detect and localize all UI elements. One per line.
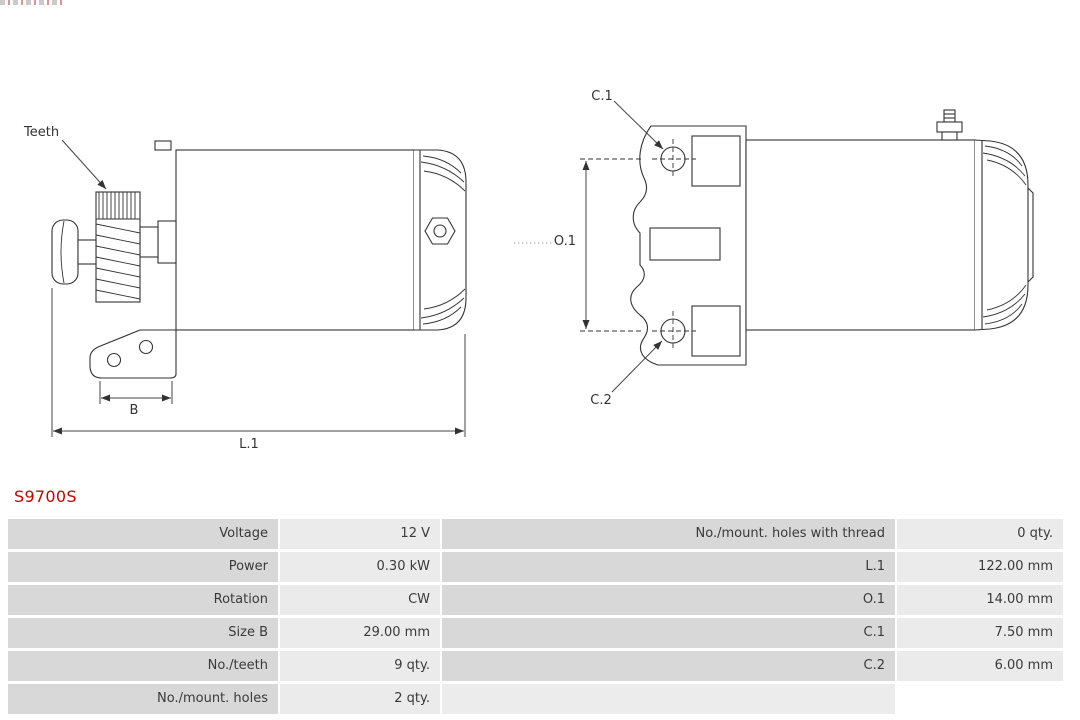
- spec-value-right: 6.00 mm: [897, 651, 1063, 681]
- dim-b-label: B: [130, 403, 139, 418]
- spec-label-left: Power: [8, 552, 278, 582]
- spec-label-left: Voltage: [8, 519, 278, 549]
- spec-value-right: 0 qty.: [897, 519, 1063, 549]
- pinion-gear: [95, 191, 141, 303]
- left-view: Teeth B L.1: [23, 125, 467, 452]
- spec-value-left: 12 V: [280, 519, 440, 549]
- spec-value-left: 0.30 kW: [280, 552, 440, 582]
- spec-label-right: No./mount. holes with thread: [442, 519, 895, 549]
- dim-c2-label: C.2: [590, 393, 611, 408]
- technical-drawing: Teeth B L.1: [23, 89, 1034, 452]
- motor-body-rear: [745, 139, 976, 331]
- hex-bolt: [424, 217, 456, 245]
- spec-label-right: C.1: [442, 618, 895, 648]
- drive-end-cap: [51, 219, 79, 285]
- terminal-stud: [936, 109, 963, 141]
- spec-label-left: No./teeth: [8, 651, 278, 681]
- spec-value-right: 122.00 mm: [897, 552, 1063, 582]
- spec-label-left: Size B: [8, 618, 278, 648]
- right-view: C.1 O.1 C.2: [514, 89, 1034, 408]
- spec-label-right: [442, 684, 895, 714]
- logo-fragment: [0, 0, 62, 5]
- dim-l1-label: L.1: [239, 437, 259, 452]
- spec-label-right: O.1: [442, 585, 895, 615]
- spec-label-right: C.2: [442, 651, 895, 681]
- spec-value-right: 7.50 mm: [897, 618, 1063, 648]
- spec-table: Voltage 12 V No./mount. holes with threa…: [8, 519, 1063, 714]
- mounting-bracket: [89, 329, 177, 379]
- spec-value-left: 2 qty.: [280, 684, 440, 714]
- spec-value-left: CW: [280, 585, 440, 615]
- rear-end-cap: [974, 139, 1029, 331]
- dimension-lines-left: [51, 139, 466, 437]
- spec-label-right: L.1: [442, 552, 895, 582]
- dimension-lines-right: [514, 100, 664, 393]
- dim-c1-label: C.1: [591, 89, 612, 104]
- teeth-label: Teeth: [23, 125, 59, 140]
- spec-value-left: 9 qty.: [280, 651, 440, 681]
- part-number: S9700S: [14, 487, 77, 506]
- dim-o1-label: O.1: [554, 234, 576, 249]
- spec-label-left: Rotation: [8, 585, 278, 615]
- spec-label-left: No./mount. holes: [8, 684, 278, 714]
- spec-value-left: 29.00 mm: [280, 618, 440, 648]
- motor-body-side: [175, 149, 415, 331]
- spec-value-right: [897, 684, 1063, 714]
- spec-value-right: 14.00 mm: [897, 585, 1063, 615]
- body-top-tab: [154, 140, 172, 151]
